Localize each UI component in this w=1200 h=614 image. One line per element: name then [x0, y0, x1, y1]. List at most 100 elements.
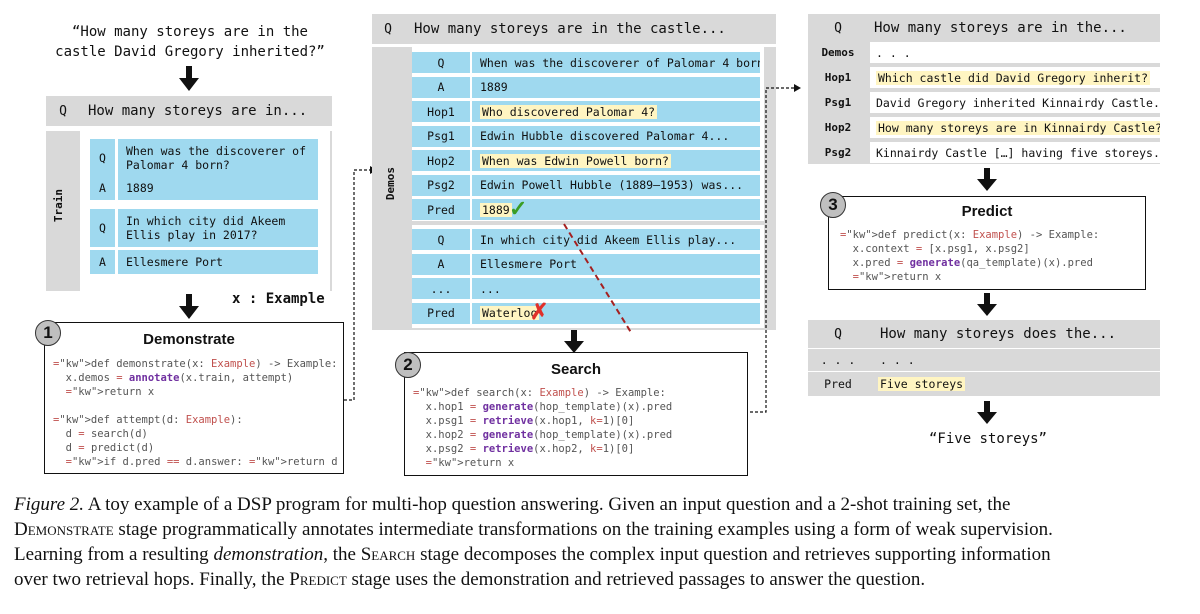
red-dashed-line: [563, 223, 633, 335]
train-label: Train: [52, 189, 65, 223]
middle-question-bar: Q How many storeys are in the castle...: [372, 14, 776, 44]
q-label: Q: [59, 103, 67, 119]
caption-line-2: Demonstrate stage programmatically annot…: [14, 517, 1194, 542]
row-text: Who discovered Palomar 4?: [472, 101, 760, 122]
row-label: ...: [412, 278, 470, 299]
row-label: Hop1: [412, 101, 470, 122]
row-text: Edwin Powell Hubble (1889–1953) was...: [472, 174, 760, 196]
code-line: [53, 399, 338, 413]
row-value: Edwin Powell Hubble (1889–1953) was...: [480, 178, 744, 192]
dashed-connector: [750, 84, 801, 413]
train-ex2-q: In which city did Akeem Ellis play in 20…: [118, 209, 318, 247]
predict-box: [828, 196, 1146, 290]
middle-q-text: How many storeys are in the castle...: [414, 21, 726, 37]
right-question-bar: Q How many storeys are in the...: [808, 14, 1160, 42]
row-text: 1889: [472, 76, 760, 98]
row-text: In which city did Akeem Ellis play...: [472, 229, 760, 250]
code-line: d = search(d): [53, 428, 148, 440]
caption-text-3b: , the: [323, 544, 361, 565]
pred-text-wrap: Five storeys: [878, 375, 966, 393]
row-value: ...: [480, 281, 501, 296]
row-label: Psg1: [412, 125, 470, 147]
caption-text-4a: over two retrieval hops. Finally, the: [14, 569, 290, 590]
train-ex1-a: 1889: [118, 176, 318, 200]
arrow-down-icon: [977, 293, 997, 316]
row-text: When was the discoverer of Palomar 4 bor…: [472, 52, 760, 73]
caption-text-4b: stage uses the demonstration and retriev…: [346, 569, 926, 590]
highlighted-text: Which castle did David Gregory inherit?: [876, 70, 1151, 85]
row-text: Ellesmere Port: [472, 253, 760, 275]
caption-text-2: stage programmatically annotates interme…: [113, 519, 1053, 540]
arrow-down-icon: [977, 168, 997, 191]
row-text: David Gregory inherited Kinnairdy Castle…: [870, 92, 1160, 113]
code-line: ="kw">return x: [65, 386, 155, 398]
train-ex2-q-label: Q: [90, 209, 115, 247]
output-q-text: How many storeys does the...: [880, 326, 1117, 342]
code-line: x.psg2 = retrieve(x.hop2, k=1)[0]: [413, 443, 635, 455]
caption-demonstrate: Demonstrate: [14, 519, 114, 540]
row-label: Pred: [412, 302, 470, 324]
check-icon: ✓: [509, 196, 528, 221]
search-box: [404, 352, 748, 476]
row-value: In which city did Akeem Ellis play...: [480, 232, 737, 247]
row-label: Psg2: [412, 174, 470, 196]
demos-label: Demos: [384, 167, 397, 201]
highlighted-text: When was Edwin Powell born?: [480, 153, 671, 168]
row-label: Psg2: [808, 142, 868, 163]
row-text: . . .: [870, 42, 1160, 63]
arrow-down-icon: [179, 66, 199, 91]
row-label: Pred: [412, 199, 470, 220]
row-value: Edwin Hubble discovered Palomar 4...: [480, 129, 730, 143]
highlighted-text: How many storeys are in Kinnairdy Castle…: [876, 120, 1160, 135]
train-ex1-q: When was the discoverer of Palomar 4 bor…: [118, 139, 318, 177]
code-line: ="kw">if d.pred == d.answer: ="kw">retur…: [65, 456, 338, 468]
q-label: Q: [834, 20, 842, 36]
caption-line-4: over two retrieval hops. Finally, the Pr…: [14, 567, 1194, 592]
caption-fig: Figure 2.: [14, 494, 85, 515]
x-example-label: x : Example: [232, 291, 325, 307]
arrow-down-icon: [179, 294, 199, 319]
code-line: ="kw">return x: [852, 271, 942, 283]
code-line: ="kw">def demonstrate(x: Example) -> Exa…: [53, 358, 338, 370]
search-title: Search: [550, 361, 602, 378]
code-line: x.psg1 = retrieve(x.hop1, k=1)[0]: [413, 415, 635, 427]
dots-text: . . .: [874, 349, 1160, 371]
code-line: d = predict(d): [53, 442, 155, 454]
row-label: Q: [412, 229, 470, 250]
row-value: 1889: [480, 80, 508, 94]
row-label: Demos: [808, 42, 868, 63]
row-value: . . .: [876, 45, 911, 60]
caption-predict: Predict: [289, 569, 347, 590]
caption-text-3a: Learning from a resulting: [14, 544, 214, 565]
train-ex1-q-label: Q: [90, 139, 115, 177]
pred-text: Five storeys: [878, 377, 966, 391]
caption-text-3c: stage decomposes the complex input quest…: [415, 544, 1051, 565]
row-label: Q: [412, 52, 470, 73]
row-text: ...: [472, 278, 760, 299]
row-text: Edwin Hubble discovered Palomar 4...: [472, 125, 760, 147]
left-question-bar: Q How many storeys are in...: [46, 96, 332, 126]
output-pred-row: Pred Five storeys: [808, 372, 1160, 396]
predict-code: ="kw">def predict(x: Example) -> Example…: [840, 228, 1099, 284]
demos-panel: Demos Q When was the discoverer of Paloma…: [372, 47, 776, 330]
input-question: “How many storeys are in the castle Davi…: [55, 24, 325, 60]
row-value: When was the discoverer of Palomar 4 bor…: [480, 55, 760, 70]
step-badge-3: 3: [820, 192, 846, 218]
row-text: Waterloo: [472, 302, 760, 324]
row-text: When was Edwin Powell born?: [472, 150, 760, 171]
output-dots-row: . . . . . .: [808, 349, 1160, 371]
final-answer: “Five storeys”: [928, 431, 1047, 447]
step-badge-2: 2: [395, 352, 421, 378]
code-line: ="kw">def attempt(d: Example):: [53, 414, 243, 426]
search-code: ="kw">def search(x: Example) -> Example:…: [413, 386, 672, 470]
code-line: ="kw">def search(x: Example) -> Example:: [413, 387, 666, 399]
row-label: Hop2: [808, 117, 868, 138]
arrow-down-icon: [977, 401, 997, 424]
highlighted-text: Who discovered Palomar 4?: [480, 104, 658, 119]
row-text: How many storeys are in Kinnairdy Castle…: [870, 117, 1160, 138]
code-line: x.pred = generate(qa_template)(x).pred: [840, 257, 1093, 269]
pred-label: Pred: [824, 377, 852, 391]
demonstrate-box: [44, 322, 344, 474]
row-text: 1889: [472, 199, 760, 220]
